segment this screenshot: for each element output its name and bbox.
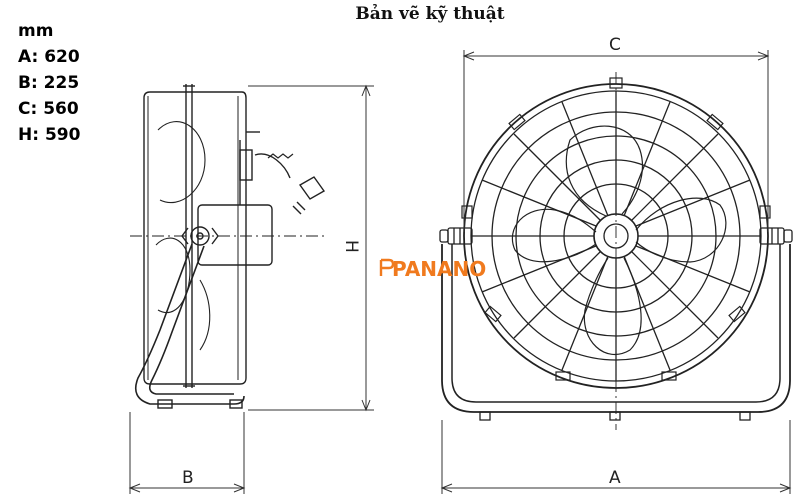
fan-blades xyxy=(511,125,727,356)
dimension-a xyxy=(440,420,792,494)
watermark-text: PANANO xyxy=(392,257,486,281)
dimension-c xyxy=(462,50,770,232)
spec-list: mm A: 620 B: 225 C: 560 H: 590 xyxy=(18,18,80,148)
dim-label-a: A xyxy=(609,468,621,488)
dimension-b xyxy=(128,412,246,494)
motor-housing xyxy=(197,204,273,266)
brand-watermark: PANANO xyxy=(379,257,486,281)
watermark-logo-icon xyxy=(379,258,395,276)
side-stand-arm xyxy=(134,243,245,405)
front-knob-right xyxy=(759,227,793,245)
unit-label: mm xyxy=(18,21,54,41)
guard-clips xyxy=(461,77,771,381)
power-plug xyxy=(298,176,326,200)
power-cord xyxy=(254,153,291,179)
side-view xyxy=(130,84,326,409)
front-view xyxy=(439,72,793,430)
spec-h: H: 590 xyxy=(18,125,81,145)
spec-c: C: 560 xyxy=(18,99,79,119)
dim-label-c: C xyxy=(609,35,621,55)
front-knob-left xyxy=(439,227,473,245)
dim-label-b: B xyxy=(182,468,194,488)
side-guard-outline xyxy=(143,91,247,385)
dim-label-h: H xyxy=(341,240,361,253)
drawing-title: Bản vẽ kỹ thuật xyxy=(355,4,505,24)
spec-a: A: 620 xyxy=(18,47,80,67)
dimension-h xyxy=(248,84,374,412)
spec-b: B: 225 xyxy=(18,73,80,93)
